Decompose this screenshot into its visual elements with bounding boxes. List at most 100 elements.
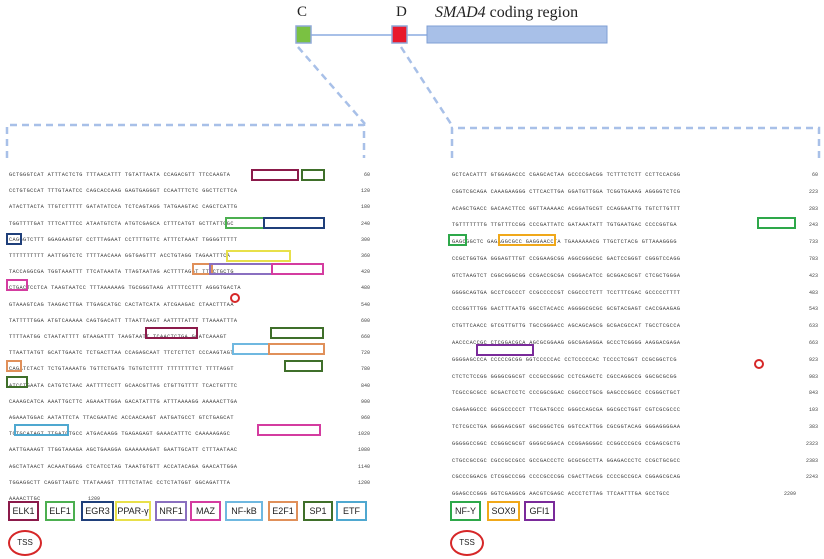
binding-site-sp1-box xyxy=(270,327,324,339)
coding-region-label: SMAD4 coding region xyxy=(435,4,578,22)
sequence-row: TTAATTATGT GCATTGAATC TCTGACTTAA CCAGAGC… xyxy=(9,350,234,357)
position-number: 900 xyxy=(360,398,370,405)
binding-site-maz-box xyxy=(271,263,324,275)
exon-c-label: C xyxy=(297,4,308,20)
position-number: 2209 xyxy=(783,491,796,498)
sequence-row: TGGAGGCTT CAGGTTAGTC TTATAAAGT TTTTCTATA… xyxy=(9,479,231,486)
sequence-row: GGGGCAGTGA GCCTCGCCCT CCGCCCCCGT CGGCCCT… xyxy=(452,289,681,296)
sequence-row: CAGGGTCTTT GGAGAAGTGT CCTTTAGAAT CCTTTTG… xyxy=(9,236,238,243)
sequence-row: GGGGGCCGGC CCGGGCGCGT GGGGCGGACA CCGGAGG… xyxy=(452,440,681,447)
legend-item-ppar: PPAR-γ xyxy=(115,501,151,521)
sequence-row: GGGGAGCCCA CCCCCGCGG GGTCCCCCAC CCTCCCCC… xyxy=(452,356,677,363)
legend-item-e2f1: E2F1 xyxy=(268,501,298,521)
legend-item-nrf1: NRF1 xyxy=(155,501,187,521)
position-number: 983 xyxy=(808,373,818,380)
coding-region-text: coding region xyxy=(485,4,579,21)
position-number: 423 xyxy=(808,272,818,279)
binding-site-sp1-box xyxy=(301,169,325,181)
sequence-row: GCTCACATTT GTGGAGACCC CGAGCACTAA GCCCCGA… xyxy=(452,172,681,178)
position-number: 180 xyxy=(360,204,370,211)
binding-site-elk1-box xyxy=(251,169,299,181)
sequence-row: ACAGCTGACC GACAACTTCC GGTTAAAAAC ACGGATG… xyxy=(452,205,681,212)
binding-site-e2f1-box xyxy=(6,360,22,372)
sequence-row: TATTTTTGGA ATGTCAAAAA CAGTGACATT TTAATTA… xyxy=(9,317,238,324)
exon-c-box xyxy=(295,25,312,44)
sequence-row: TGTTTTTTTG TTGTTTCCGG CCCGATTATC GATAAAT… xyxy=(452,222,677,229)
legend-item-elk1: ELK1 xyxy=(8,501,39,521)
sequence-row: CAAAGCATCA AAATTGCTTC AGAAATTGGA GACATAT… xyxy=(9,398,238,405)
position-number: 733 xyxy=(808,239,818,246)
sequence-row: CTGTTCAACC GTCGTTGTTG TGCCGGGACC AGCAGCA… xyxy=(452,323,681,330)
right-tss-legend: TSS xyxy=(450,530,484,556)
sequence-row: CGAGAGGCCC GGCGCCCCCT TTCGATGCCC GGGCCAG… xyxy=(452,407,681,414)
legend-item-nfy: NF-Y xyxy=(450,501,481,521)
position-number: 1020 xyxy=(357,431,370,438)
position-number: 840 xyxy=(360,382,370,389)
sequence-row: CTGCCGCCGC CGCCGCCGCC GCCGACCCTC GCGCGCC… xyxy=(452,457,681,464)
sequence-row: AATTGAAAGT TTGGTAAAGA AGCTGAAGGA GAAAAAA… xyxy=(9,447,238,454)
binding-site-nfkb-box xyxy=(232,343,270,355)
exon-d-label: D xyxy=(396,4,407,20)
binding-site-nfy-box xyxy=(757,217,796,229)
position-number: 483 xyxy=(808,289,818,296)
position-number: 633 xyxy=(808,323,818,330)
binding-site-e2f1-box xyxy=(192,263,213,275)
legend-item-sp1: SP1 xyxy=(303,501,333,521)
position-number: 843 xyxy=(808,390,818,397)
binding-site-maz-box xyxy=(257,424,321,436)
sequence-row: AGAAATGGAC AATATTCTA TTACGAATAC ACCAACAA… xyxy=(9,415,234,421)
binding-site-nfy-box xyxy=(448,234,467,246)
sequence-row: CTCTCTCCGG GGGGCGGCGT CCCGCCGGGC CCTCGAG… xyxy=(452,373,677,380)
position-number: 60 xyxy=(363,172,370,178)
sequence-row: CCCGGTTTGG GACTTTAATG GGCCTACACC AGGGGCG… xyxy=(452,306,681,313)
gene-name: SMAD4 xyxy=(435,4,486,21)
position-number: 1200 xyxy=(357,479,370,486)
position-number: 243 xyxy=(808,222,818,229)
binding-site-egr3-box xyxy=(263,217,325,229)
position-number: 480 xyxy=(360,285,370,292)
position-number: 663 xyxy=(808,340,818,346)
sequence-row: GGAGCCCGGG GGTCGAGGCG AACGTCGAGC ACCCTCT… xyxy=(452,491,670,498)
binding-site-nrf1-box xyxy=(209,263,273,275)
coding-region-box xyxy=(426,25,608,44)
position-number: 2383 xyxy=(805,457,818,464)
sequence-row: CTGACTCCTCA TAAGTAATCC TTTAAAAAAG TGCGGG… xyxy=(9,285,241,292)
legend-item-etf: ETF xyxy=(336,501,367,521)
position-number: 240 xyxy=(360,220,370,227)
binding-site-sp1-box xyxy=(6,376,28,388)
binding-site-ppar-box xyxy=(226,250,291,262)
position-number: 540 xyxy=(360,301,370,308)
position-number: 383 xyxy=(808,424,818,430)
position-number: 1140 xyxy=(357,463,370,470)
position-number: 60 xyxy=(811,172,818,178)
exon-d-box xyxy=(391,25,408,44)
sequence-row: GTAAAGTCAG TAAGACTTGA TTGAGCATGC CACTATC… xyxy=(9,301,234,308)
legend-item-maz: MAZ xyxy=(190,501,221,521)
sequence-row: CGCCCGGACG CTCGGCCCGG CCCCGCCCGG CGACTTA… xyxy=(452,474,681,481)
binding-site-maz-box xyxy=(6,279,28,291)
sequence-row: GCTGGGTCAT ATTTACTCTG TTTAACATTT TGTATTA… xyxy=(9,172,231,178)
position-number: 360 xyxy=(360,253,370,259)
position-number: 1209 xyxy=(87,496,100,502)
sequence-row: CAGATCTACT TCTGTAAAATG TGTTCTGATG TGTGTC… xyxy=(9,366,234,373)
position-number: 120 xyxy=(360,188,370,195)
position-number: 103 xyxy=(808,407,818,414)
position-number: 300 xyxy=(360,236,370,243)
position-number: 780 xyxy=(360,366,370,373)
left-zoom-bracket xyxy=(5,123,366,158)
position-number: 223 xyxy=(808,188,818,195)
sequence-row: TCTCGCCTGA GGGGAGCGGT GGCGGGCTCG GGTCCAT… xyxy=(452,424,681,430)
legend-item-nfkb: NF-kB xyxy=(225,501,263,521)
tss-marker-left xyxy=(230,293,240,303)
binding-site-egr3-box xyxy=(6,233,22,245)
legend-item-gfi1: GFI1 xyxy=(524,501,555,521)
position-number: 1080 xyxy=(357,447,370,454)
position-number: 600 xyxy=(360,317,370,324)
position-number: 960 xyxy=(360,415,370,421)
position-number: 2243 xyxy=(805,474,818,481)
right-zoom-bracket xyxy=(450,126,821,158)
position-number: 660 xyxy=(360,334,370,340)
binding-site-e2f1-box xyxy=(268,343,325,355)
binding-site-etf-box xyxy=(14,424,69,436)
position-number: 720 xyxy=(360,350,370,357)
